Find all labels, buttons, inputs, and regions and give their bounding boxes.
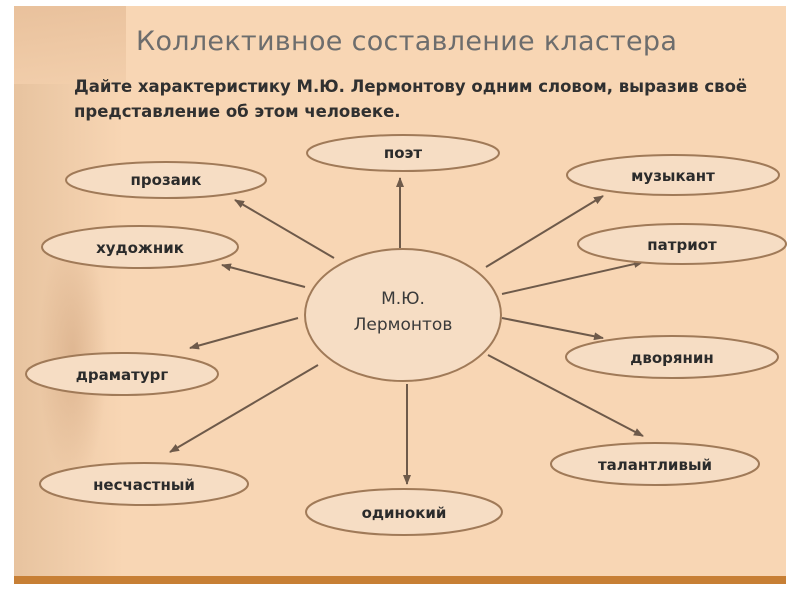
arrow-prozaik [234, 199, 335, 259]
node-label: художник [96, 239, 184, 257]
node-label: талантливый [598, 456, 712, 474]
node-label: поэт [384, 144, 423, 162]
arrow-playwright [189, 317, 299, 350]
node-talented: талантливый [550, 442, 760, 486]
arrow-musician [485, 195, 604, 268]
node-label: несчастный [93, 476, 195, 494]
arrows [169, 177, 644, 485]
node-label: одинокий [362, 504, 447, 522]
node-nobleman: дворянин [565, 335, 779, 379]
node-label: музыкант [631, 167, 715, 185]
node-lonely: одинокий [305, 488, 503, 536]
node-label: дворянин [630, 349, 714, 367]
node-poet: поэт [306, 134, 500, 172]
center-node: М.Ю. Лермонтов [304, 248, 502, 382]
node-prozaik: прозаик [65, 161, 267, 199]
node-label: патриот [647, 236, 717, 254]
arrow-talented [487, 354, 644, 437]
center-label-line1: М.Ю. [381, 289, 425, 309]
slide-title: Коллективное составление кластера [136, 26, 678, 57]
arrow-unhappy [169, 364, 319, 453]
instruction-text: Дайте характеристику М.Ю. Лермонтову одн… [74, 77, 748, 121]
center-label-line2: Лермонтов [354, 315, 453, 335]
node-label: прозаик [131, 171, 202, 189]
node-label: драматург [76, 366, 169, 384]
node-artist: художник [41, 225, 239, 269]
node-playwright: драматург [25, 352, 219, 396]
node-musician: музыкант [566, 154, 780, 196]
node-patriot: патриот [577, 223, 787, 265]
arrow-artist [221, 263, 306, 288]
arrow-nobleman [501, 317, 604, 341]
node-unhappy: несчастный [39, 462, 249, 506]
bottom-accent-bar [14, 576, 786, 584]
corner-decoration [14, 6, 126, 84]
arrow-patriot [501, 260, 644, 295]
